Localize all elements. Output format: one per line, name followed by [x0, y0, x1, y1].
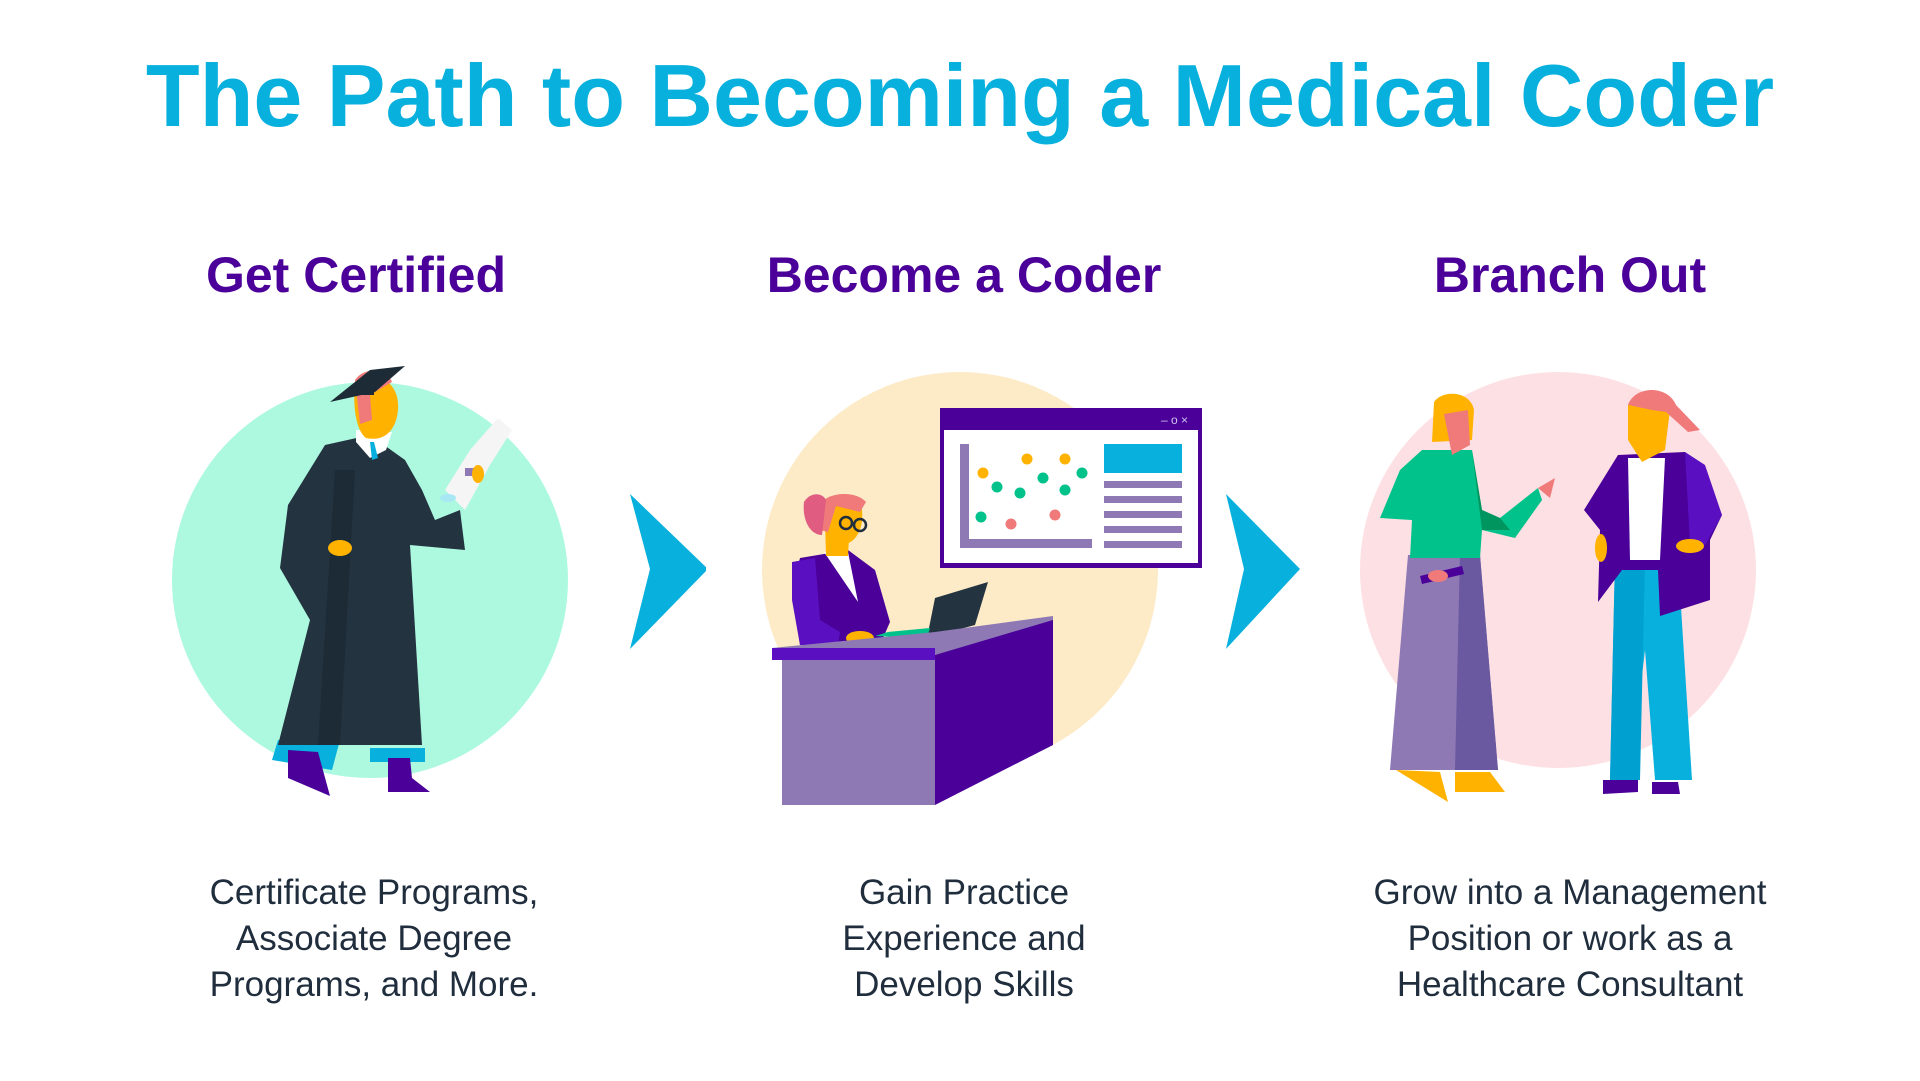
step-2-description-line: Gain Practice	[858, 873, 1070, 912]
step-3-description-line: Position or work as a	[1407, 919, 1733, 958]
graduate-icon	[172, 366, 568, 796]
step-1-description: Certificate Programs, Associate Degree P…	[94, 870, 654, 1008]
step-3-description-line: Grow into a Management	[1373, 873, 1767, 912]
step-2-description-line: Experience and	[842, 919, 1086, 958]
step-3-description-line: Healthcare Consultant	[1396, 965, 1744, 1004]
page-title: The Path to Becoming a Medical Coder	[145, 46, 1775, 145]
step-1-description-line: Associate Degree	[235, 919, 513, 958]
step-1-heading: Get Certified	[205, 247, 507, 303]
chevron-right-icon	[1226, 494, 1300, 649]
step-2-description: Gain Practice Experience and Develop Ski…	[684, 870, 1244, 1008]
coder-at-desk-icon: – o ×	[762, 372, 1202, 805]
step-1-description-line: Programs, and More.	[209, 965, 539, 1004]
step-2-heading: Become a Coder	[766, 247, 1162, 303]
two-professionals-icon	[1360, 372, 1756, 802]
step-3-description: Grow into a Management Position or work …	[1290, 870, 1850, 1008]
window-controls: – o ×	[1161, 413, 1188, 427]
chevron-right-icon	[630, 494, 706, 649]
step-2-description-line: Develop Skills	[854, 965, 1074, 1004]
step-1-description-line: Certificate Programs,	[209, 873, 539, 912]
step-3-heading: Branch Out	[1433, 247, 1707, 303]
